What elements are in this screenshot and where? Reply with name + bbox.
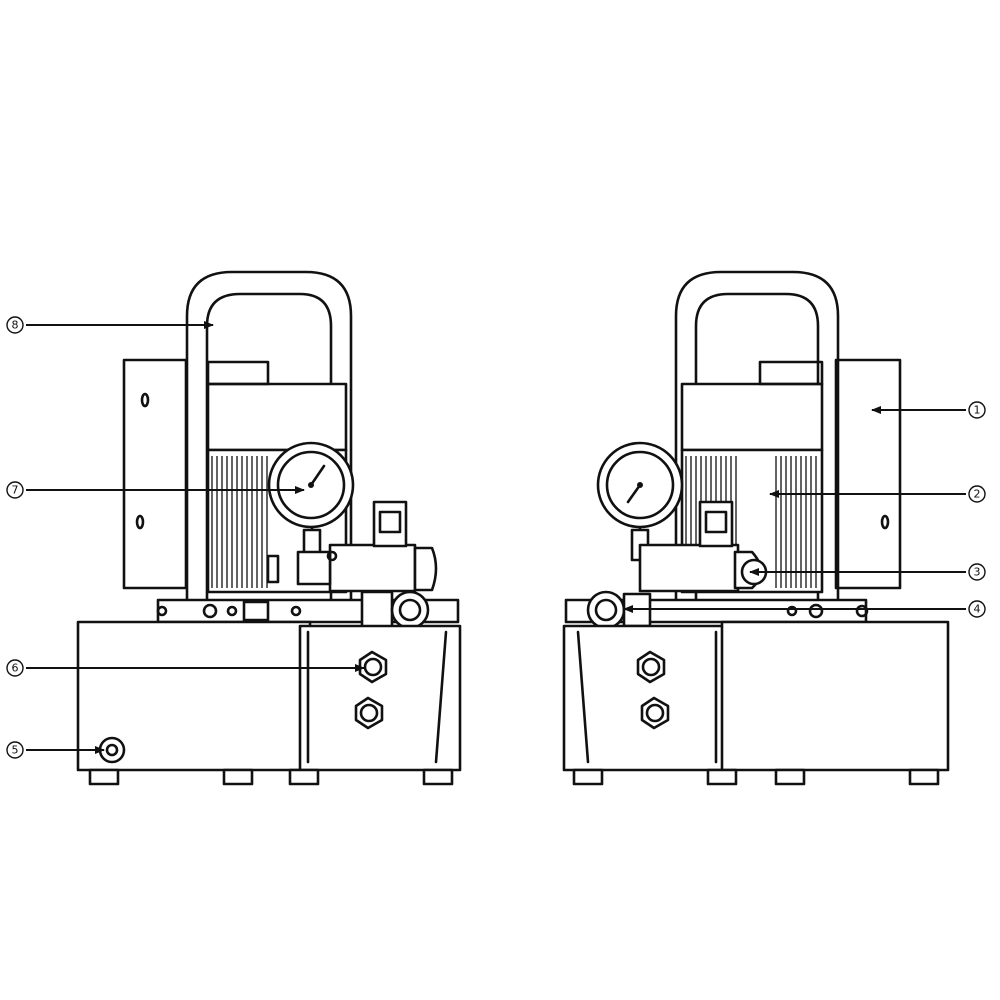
callout-7-label: 7 xyxy=(12,484,19,497)
motor-cap-right xyxy=(680,382,824,452)
tank-side-right xyxy=(562,624,732,772)
callout-7: 7 xyxy=(6,481,24,499)
callout-4-label: 4 xyxy=(974,603,981,616)
pump-left-view xyxy=(76,270,462,786)
callout-8-label: 8 xyxy=(12,319,19,332)
callout-3-label: 3 xyxy=(974,566,981,579)
callout-2: 2 xyxy=(968,485,986,503)
carry-handle-right xyxy=(674,270,840,614)
carry-handle-left xyxy=(185,270,353,614)
callout-8: 8 xyxy=(6,316,24,334)
callout-1: 1 xyxy=(968,401,986,419)
callout-6-label: 6 xyxy=(12,662,19,675)
valve-block-right xyxy=(638,543,740,593)
side-plate-left xyxy=(122,358,188,590)
quick-coupler-right xyxy=(586,590,626,630)
leader-lines xyxy=(26,321,966,754)
oil-tank-right xyxy=(720,620,950,772)
callout-4: 4 xyxy=(968,600,986,618)
quick-coupler-left xyxy=(390,590,430,630)
callout-1-label: 1 xyxy=(974,404,981,417)
callout-3: 3 xyxy=(968,563,986,581)
motor-cap-left xyxy=(206,382,348,452)
callout-2-label: 2 xyxy=(974,488,981,501)
tank-side-left xyxy=(298,624,462,772)
callout-6: 6 xyxy=(6,659,24,677)
valve-block-left xyxy=(328,543,417,593)
side-plate-right xyxy=(834,358,902,590)
callout-5-label: 5 xyxy=(12,744,19,757)
pump-right-view xyxy=(562,270,950,786)
callout-5: 5 xyxy=(6,741,24,759)
